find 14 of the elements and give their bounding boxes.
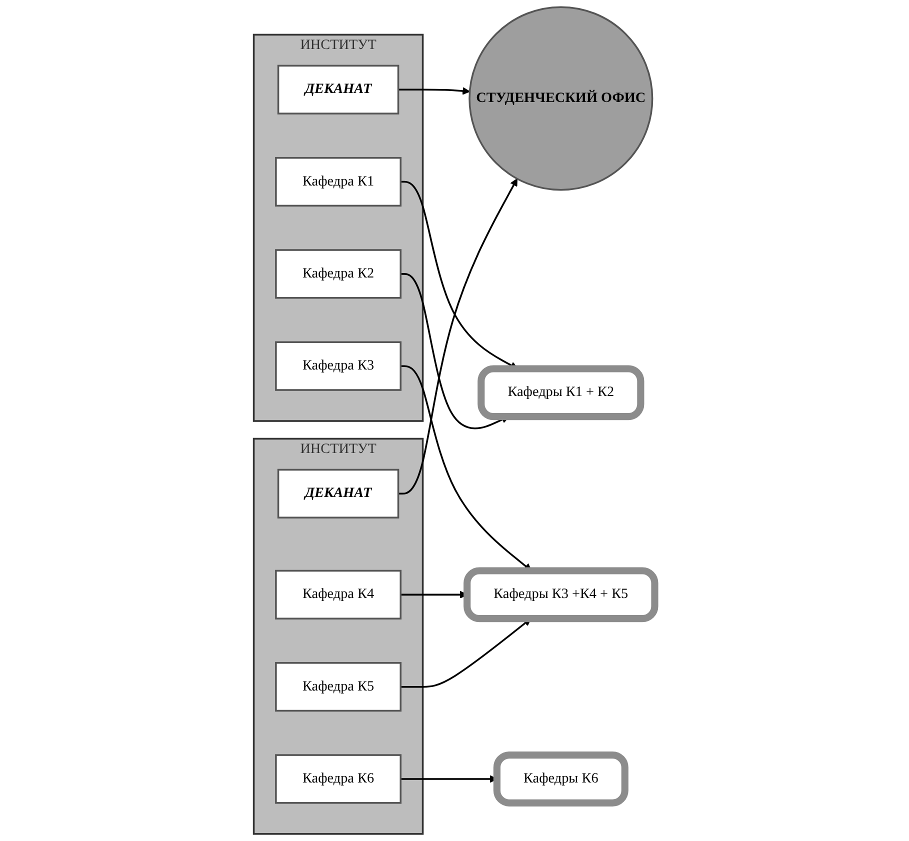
node-box: Кафедра К3 [275, 341, 402, 391]
node-box: Кафедры К1 + К2 [478, 365, 644, 420]
node-box: Кафедра К6 [275, 754, 402, 804]
node-box: Кафедры К6 [494, 752, 629, 806]
node-box: ДЕКАНАТ [278, 64, 400, 114]
node-circle: СТУДЕНЧЕСКИЙ ОФИС [468, 6, 654, 191]
node-box: Кафедра К4 [275, 570, 402, 620]
node-box: Кафедры К3 +К4 + К5 [464, 567, 658, 622]
node-box: ДЕКАНАТ [278, 468, 400, 518]
arrow [398, 178, 518, 495]
arrow [398, 87, 470, 95]
node-box: Кафедра К5 [275, 662, 402, 712]
node-box: Кафедра К2 [275, 249, 402, 299]
node-box: Кафедра К1 [275, 156, 402, 207]
